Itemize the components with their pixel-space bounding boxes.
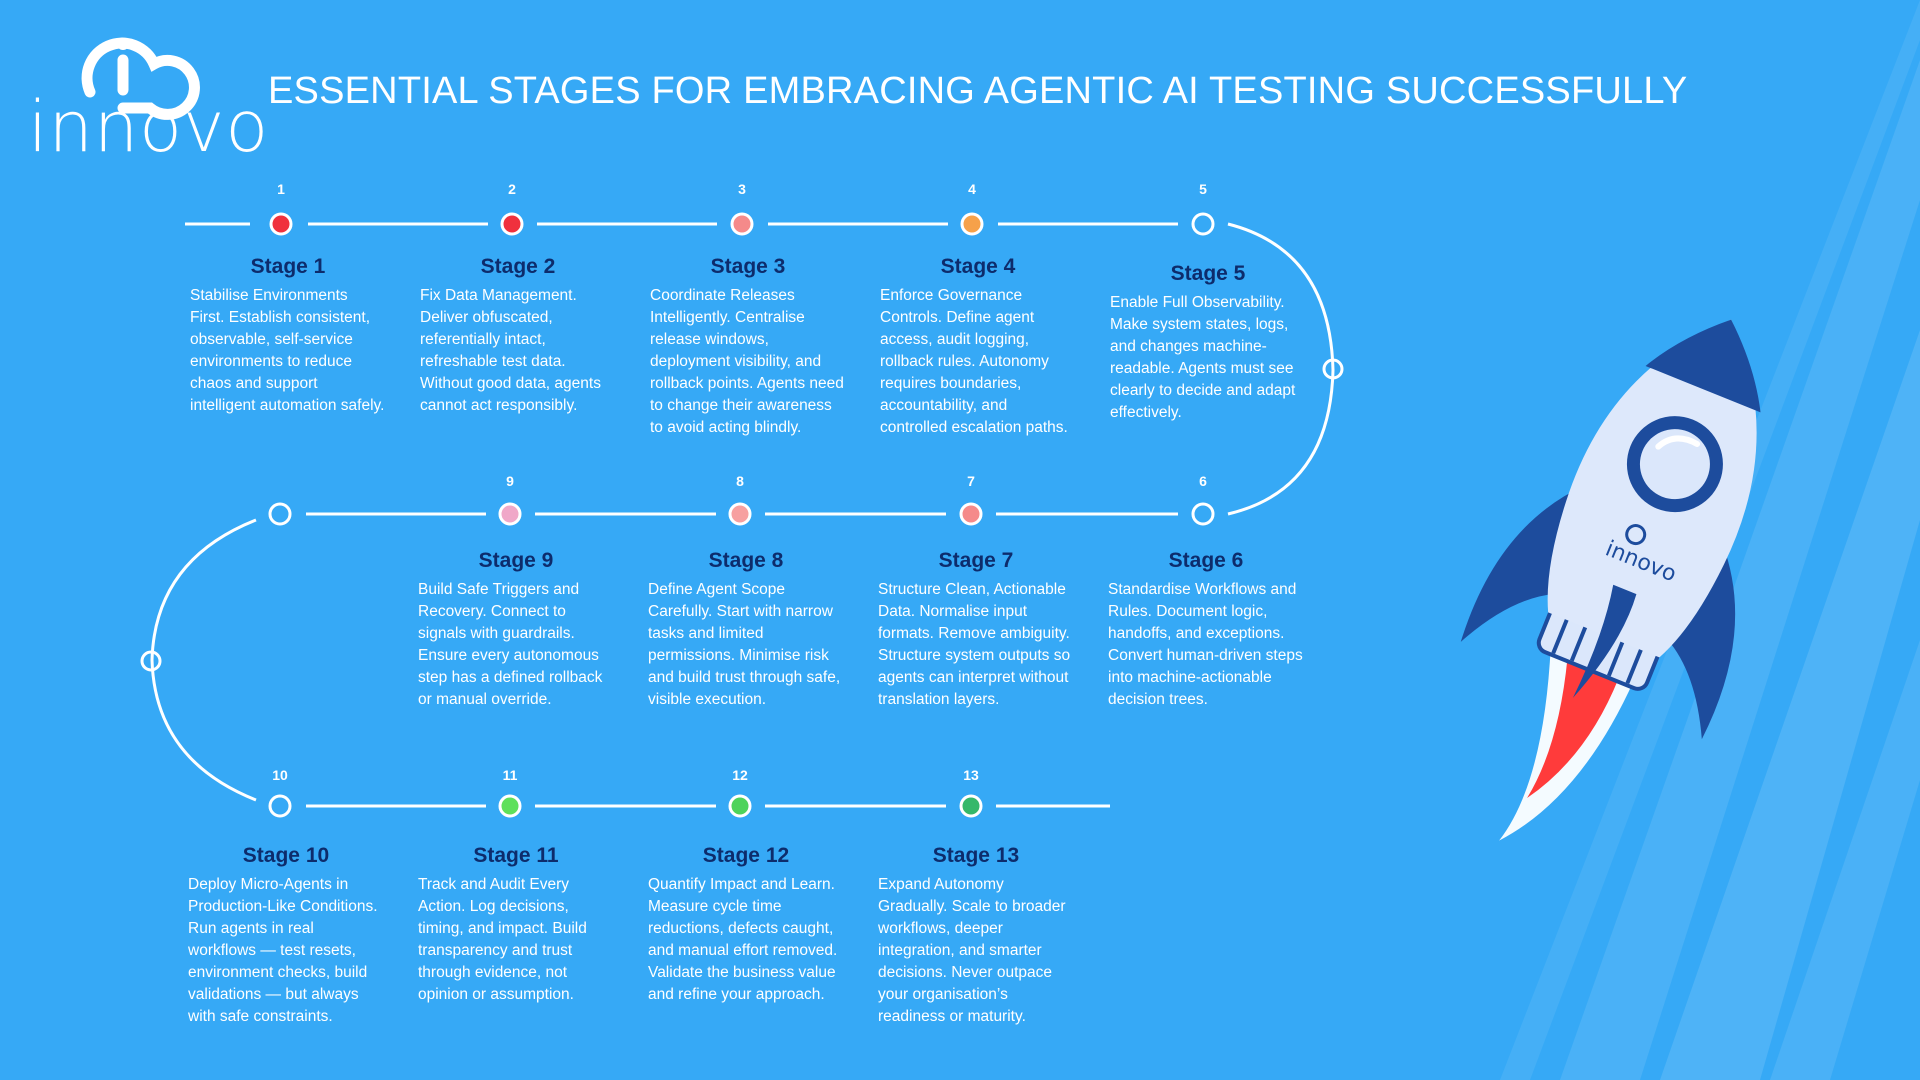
stage-node xyxy=(269,212,293,236)
stage-node xyxy=(500,212,524,236)
stage-title: Stage 11 xyxy=(473,844,559,867)
stage-number: 13 xyxy=(963,767,979,783)
stage-description: Enable Full Observability. Make system s… xyxy=(1110,294,1296,421)
stage-description: Enforce Governance Controls. Define agen… xyxy=(880,287,1068,436)
stage-title: Stage 9 xyxy=(478,549,554,572)
connector-arc xyxy=(150,518,257,802)
stage-block: Stage 4 Enforce Governance Controls. Defi… xyxy=(880,255,1076,439)
stage-block: Stage 5 Enable Full Observability. Make s… xyxy=(1110,262,1306,424)
stage-node xyxy=(1191,212,1215,236)
stage-number: 8 xyxy=(736,473,744,489)
stage-number: 1 xyxy=(277,181,285,197)
stage-description: Standardise Workflows and Rules. Documen… xyxy=(1108,581,1303,708)
page-title: ESSENTIAL STAGES FOR EMBRACING AGENTIC A… xyxy=(268,70,1688,112)
stage-title: Stage 2 xyxy=(480,255,556,278)
stage-number: 7 xyxy=(967,473,975,489)
stage-number: 3 xyxy=(738,181,746,197)
waypoint-node xyxy=(1322,358,1344,380)
stage-description: Structure Clean, Actionable Data. Normal… xyxy=(878,581,1071,708)
stage-block: Stage 8 Define Agent Scope Carefully. Sta… xyxy=(648,549,844,711)
waypoint-node xyxy=(140,650,162,672)
stage-title: Stage 6 xyxy=(1168,549,1244,572)
stage-node xyxy=(959,794,983,818)
stage-description: Define Agent Scope Carefully. Start with… xyxy=(648,581,841,708)
stage-node xyxy=(960,212,984,236)
stage-block: Stage 10 Deploy Micro-Agents in Productio… xyxy=(188,844,384,1028)
stage-description: Fix Data Management. Deliver obfuscated,… xyxy=(420,287,601,414)
stage-number: 10 xyxy=(272,767,288,783)
stage-description: Track and Audit Every Action. Log decisi… xyxy=(418,876,587,1003)
stage-title: Stage 5 xyxy=(1170,262,1246,285)
stage-number: 4 xyxy=(968,181,976,197)
waypoint-node xyxy=(268,502,292,526)
stage-block: Stage 6 Standardise Workflows and Rules. … xyxy=(1108,549,1304,711)
stage-title: Stage 4 xyxy=(940,255,1016,278)
stage-block: Stage 13 Expand Autonomy Gradually. Scale… xyxy=(878,844,1074,1028)
stage-description: Quantify Impact and Learn. Measure cycle… xyxy=(648,876,838,1003)
stage-title: Stage 8 xyxy=(708,549,784,572)
brand-wordmark: innovo xyxy=(28,86,270,168)
stage-title: Stage 1 xyxy=(250,255,326,278)
stage-title: Stage 12 xyxy=(702,844,790,867)
stage-description: Coordinate Releases Intelligently. Centr… xyxy=(650,287,844,436)
stage-title: Stage 13 xyxy=(932,844,1020,867)
stage-block: Stage 2 Fix Data Management. Deliver obfu… xyxy=(420,255,616,417)
stage-number: 12 xyxy=(732,767,748,783)
stage-number: 6 xyxy=(1199,473,1207,489)
stage-number: 11 xyxy=(503,767,518,783)
innovo-logo-icon xyxy=(81,37,200,120)
rocket-icon: innovo xyxy=(1460,319,1761,841)
stage-number: 5 xyxy=(1199,181,1207,197)
stage-block: Stage 1 Stabilise Environments First. Est… xyxy=(190,255,386,417)
stage-block: Stage 7 Structure Clean, Actionable Data.… xyxy=(878,549,1074,711)
stage-block: Stage 12 Quantify Impact and Learn. Measu… xyxy=(648,844,844,1006)
connector-arc xyxy=(1227,222,1335,516)
stage-number: 2 xyxy=(508,181,516,197)
stage-node xyxy=(268,794,292,818)
stage-title: Stage 7 xyxy=(938,549,1014,572)
stage-block: Stage 3 Coordinate Releases Intelligently… xyxy=(650,255,846,439)
stage-node xyxy=(728,502,752,526)
stage-node xyxy=(1191,502,1215,526)
stage-description: Build Safe Triggers and Recovery. Connec… xyxy=(418,581,603,708)
stage-node xyxy=(730,212,754,236)
stage-description: Stabilise Environments First. Establish … xyxy=(190,287,385,414)
stage-block: Stage 11 Track and Audit Every Action. Lo… xyxy=(418,844,614,1006)
stage-node xyxy=(959,502,983,526)
stage-node xyxy=(498,502,522,526)
stage-title: Stage 3 xyxy=(710,255,786,278)
stage-title: Stage 10 xyxy=(242,844,330,867)
stage-description: Deploy Micro-Agents in Production-Like C… xyxy=(188,876,378,1025)
stage-node xyxy=(498,794,522,818)
stage-node xyxy=(728,794,752,818)
stage-block: Stage 9 Build Safe Triggers and Recovery.… xyxy=(418,549,614,711)
stage-number: 9 xyxy=(506,473,514,489)
stage-description: Expand Autonomy Gradually. Scale to broa… xyxy=(878,876,1066,1025)
